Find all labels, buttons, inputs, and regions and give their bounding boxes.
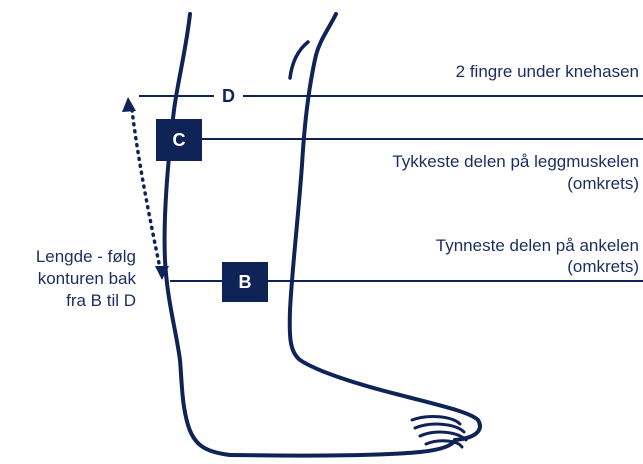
leg-front-contour xyxy=(290,14,480,440)
toes xyxy=(412,417,466,447)
label-d-line: 2 fingre under knehasen xyxy=(456,62,639,82)
label-c-line-2: (omkrets) xyxy=(567,174,639,194)
label-b-line-1: Tynneste delen på ankelen xyxy=(436,236,639,256)
label-length-1: Lengde - følg xyxy=(36,247,136,267)
label-b-line-2: (omkrets) xyxy=(567,257,639,277)
marker-b-box: B xyxy=(222,262,268,302)
leg-back-contour xyxy=(165,14,230,455)
label-c-line-1: Tykkeste delen på leggmuskelen xyxy=(392,152,639,172)
foot-sole-contour xyxy=(230,440,455,456)
marker-c-box: C xyxy=(156,119,202,161)
arrowhead-up xyxy=(122,97,136,112)
marker-d: D xyxy=(214,86,243,106)
label-length-3: fra B til D xyxy=(66,291,136,311)
knee-crease xyxy=(290,42,308,78)
label-length-2: konturen bak xyxy=(38,269,136,289)
